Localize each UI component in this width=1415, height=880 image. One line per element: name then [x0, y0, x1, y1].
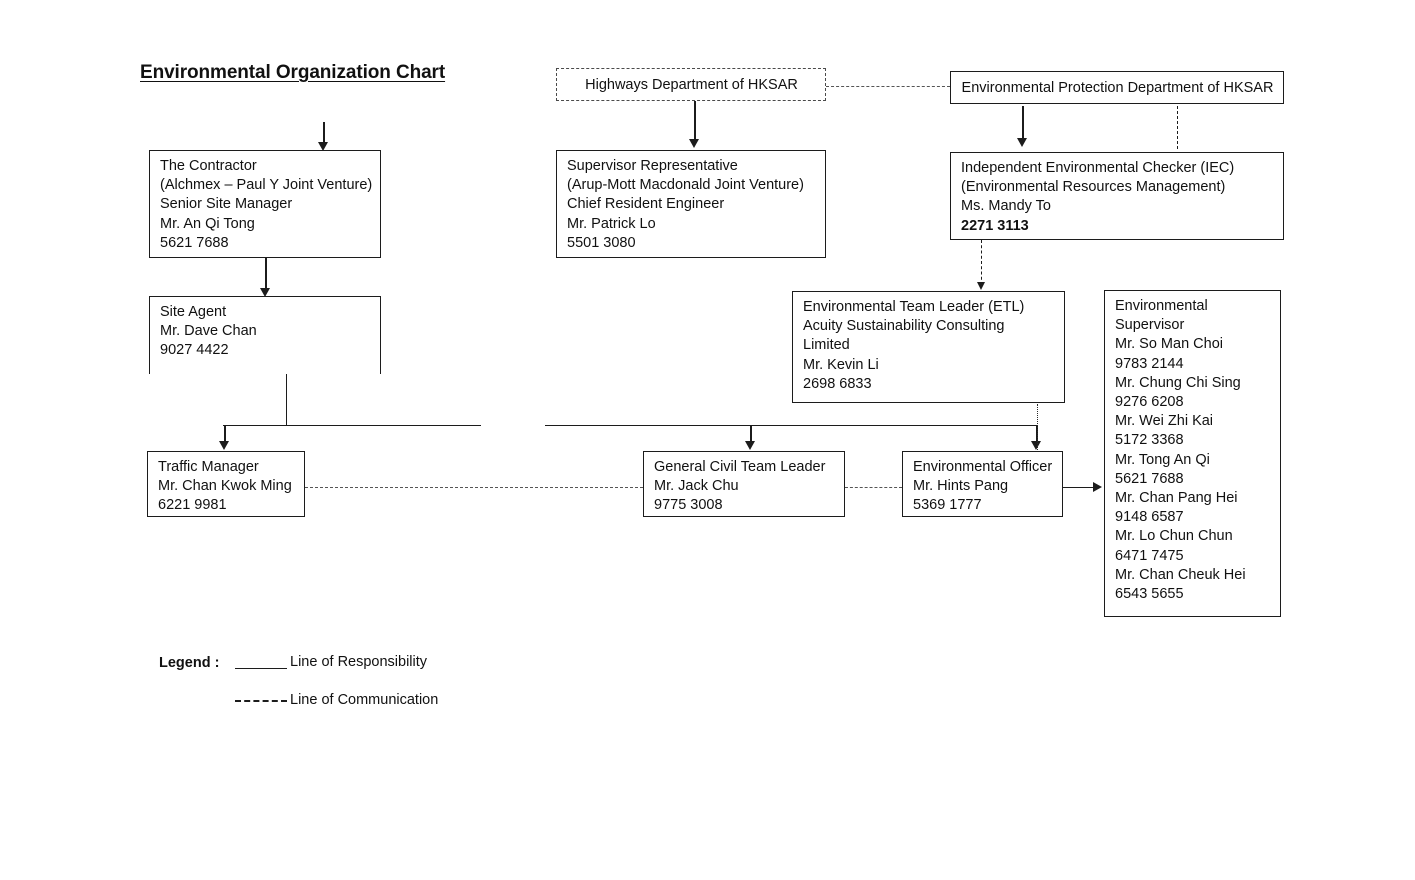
environmental-officer-line-0: Environmental Officer — [913, 459, 1053, 475]
iec-line-2: Ms. Mandy To — [961, 198, 1051, 215]
iec-line-0: Independent Environmental Checker (IEC) — [961, 160, 1235, 176]
environmental-supervisor-line-13: 6471 7475 — [1115, 547, 1184, 564]
arrow-bus-to-environmental-officer — [1031, 441, 1041, 450]
etl-line-2: Limited — [803, 337, 850, 354]
edge-environmental-officer-to-supervisor — [1063, 487, 1095, 488]
iec-line-1: (Environmental Resources Management) — [961, 179, 1226, 196]
environmental-supervisor-line-8: Mr. Tong An Qi — [1115, 451, 1210, 468]
environmental-supervisor-line-10: Mr. Chan Pang Hei — [1115, 490, 1238, 507]
node-site-agent[interactable]: Site Agent Mr. Dave Chan 9027 4422 — [149, 296, 381, 374]
etl-line-0: Environmental Team Leader (ETL) — [803, 299, 1025, 315]
legend-dashed-swatch — [235, 700, 287, 702]
traffic-manager-line-2: 6221 9981 — [158, 497, 227, 514]
environmental-supervisor-line-15: 6543 5655 — [1115, 586, 1184, 603]
edge-bus-to-general-civil — [750, 425, 752, 445]
arrow-contractor-to-site-agent — [260, 288, 270, 297]
node-etl[interactable]: Environmental Team Leader (ETL) Acuity S… — [792, 291, 1065, 403]
edge-epd-to-iec-solid — [1022, 106, 1024, 140]
contractor-line-4: 5621 7688 — [160, 234, 229, 251]
contractor-line-1: (Alchmex – Paul Y Joint Venture) — [160, 177, 373, 194]
legend-label: Legend : — [159, 655, 220, 671]
arrow-epd-to-iec — [1017, 138, 1027, 147]
legend-communication-text: Line of Communication — [290, 692, 439, 708]
etl-line-1: Acuity Sustainability Consulting — [803, 318, 1005, 335]
edge-general-civil-to-environmental-officer — [845, 487, 902, 488]
environmental-supervisor-line-6: Mr. Wei Zhi Kai — [1115, 413, 1214, 430]
traffic-manager-line-0: Traffic Manager — [158, 459, 259, 475]
edge-site-agent-stem — [286, 370, 287, 426]
environmental-supervisor-line-14: Mr. Chan Cheuk Hei — [1115, 566, 1246, 583]
traffic-manager-line-1: Mr. Chan Kwok Ming — [158, 478, 292, 495]
environmental-supervisor-line-4: Mr. Chung Chi Sing — [1115, 374, 1241, 391]
general-civil-team-leader-line-1: Mr. Jack Chu — [654, 478, 739, 495]
etl-line-3: Mr. Kevin Li — [803, 356, 879, 373]
node-environmental-officer[interactable]: Environmental Officer Mr. Hints Pang 536… — [902, 451, 1063, 517]
node-supervisor-representative[interactable]: Supervisor Representative (Arup-Mott Mac… — [556, 150, 826, 258]
environmental-officer-line-2: 5369 1777 — [913, 497, 982, 514]
arrow-bus-to-traffic-manager — [219, 441, 229, 450]
general-civil-team-leader-line-2: 9775 3008 — [654, 497, 723, 514]
environmental-supervisor-line-3: 9783 2144 — [1115, 355, 1184, 372]
environmental-supervisor-line-5: 9276 6208 — [1115, 394, 1184, 411]
arrow-iec-to-etl — [977, 282, 985, 290]
supervisor-representative-line-1: (Arup-Mott Macdonald Joint Venture) — [567, 177, 804, 194]
arrow-bus-to-general-civil — [745, 441, 755, 450]
node-highways-department[interactable]: Highways Department of HKSAR — [556, 68, 826, 101]
site-agent-line-1: Mr. Dave Chan — [160, 323, 257, 340]
environmental-supervisor-line-7: 5172 3368 — [1115, 432, 1184, 449]
environmental-supervisor-line-9: 5621 7688 — [1115, 470, 1184, 487]
page-title: Environmental Organization Chart — [140, 62, 446, 83]
node-iec[interactable]: Independent Environmental Checker (IEC) … — [950, 152, 1284, 240]
legend-solid-swatch — [235, 668, 287, 669]
supervisor-representative-line-4: 5501 3080 — [567, 234, 636, 251]
node-general-civil-team-leader[interactable]: General Civil Team Leader Mr. Jack Chu 9… — [643, 451, 845, 517]
contractor-line-3: Mr. An Qi Tong — [160, 215, 255, 232]
arrow-into-contractor — [318, 142, 328, 151]
node-traffic-manager[interactable]: Traffic Manager Mr. Chan Kwok Ming 6221 … — [147, 451, 305, 517]
bus-responsibility-right — [545, 425, 1037, 426]
edge-highways-to-epd — [826, 86, 950, 87]
environmental-supervisor-line-0: Environmental — [1115, 298, 1208, 314]
node-environmental-supervisor[interactable]: Environmental Supervisor Mr. So Man Choi… — [1104, 290, 1281, 617]
site-agent-line-0: Site Agent — [160, 304, 227, 320]
arrow-environmental-officer-to-supervisor — [1093, 482, 1102, 492]
edge-into-contractor — [323, 122, 325, 144]
environmental-supervisor-line-12: Mr. Lo Chun Chun — [1115, 528, 1233, 545]
edge-traffic-to-general-civil — [305, 487, 643, 488]
supervisor-representative-line-3: Mr. Patrick Lo — [567, 215, 656, 232]
site-agent-line-2: 9027 4422 — [160, 342, 229, 359]
arrow-highways-to-supervisor-rep — [689, 139, 699, 148]
supervisor-representative-line-0: Supervisor Representative — [567, 158, 738, 174]
etl-line-4: 2698 6833 — [803, 375, 872, 392]
environmental-supervisor-line-1: Supervisor — [1115, 317, 1185, 334]
highways-department-line-0: Highways Department of HKSAR — [585, 77, 798, 93]
supervisor-representative-line-2: Chief Resident Engineer — [567, 196, 725, 213]
environmental-supervisor-line-11: 9148 6587 — [1115, 509, 1184, 526]
edge-epd-to-iec-dashed — [1177, 101, 1178, 149]
environmental-supervisor-line-2: Mr. So Man Choi — [1115, 336, 1223, 353]
iec-line-3: 2271 3113 — [961, 217, 1029, 234]
edge-iec-to-etl — [981, 240, 982, 285]
legend-responsibility-text: Line of Responsibility — [290, 654, 428, 670]
edge-bus-to-traffic-manager — [224, 425, 226, 445]
edge-etl-to-environmental-officer — [1037, 404, 1038, 452]
contractor-line-0: The Contractor — [160, 158, 257, 174]
edge-contractor-to-site-agent — [265, 258, 267, 290]
epd-line-0: Environmental Protection Department of H… — [961, 80, 1274, 96]
bus-responsibility-left — [223, 425, 481, 426]
node-contractor[interactable]: The Contractor (Alchmex – Paul Y Joint V… — [149, 150, 381, 258]
contractor-line-2: Senior Site Manager — [160, 196, 293, 213]
environmental-officer-line-1: Mr. Hints Pang — [913, 478, 1009, 495]
general-civil-team-leader-line-0: General Civil Team Leader — [654, 459, 826, 475]
edge-highways-to-supervisor-rep — [694, 101, 696, 141]
node-environmental-protection-department[interactable]: Environmental Protection Department of H… — [950, 71, 1284, 104]
